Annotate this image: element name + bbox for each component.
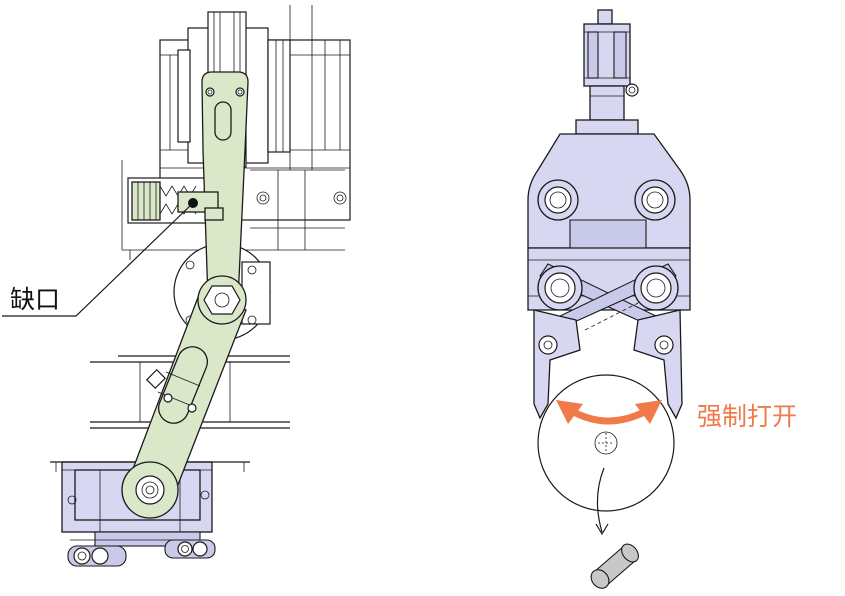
bottom-rollers	[67, 539, 216, 567]
right-gripper: 强制打开	[527, 9, 797, 589]
jaw-fingers	[533, 309, 683, 420]
air-cylinder	[583, 9, 639, 121]
gripper-body	[527, 119, 691, 249]
center-hole	[594, 431, 618, 455]
jaw-cross-section	[527, 247, 691, 331]
machine-frame	[121, 5, 351, 260]
left-mechanism: 缺口	[2, 5, 351, 567]
notch-label: 缺口	[10, 285, 60, 314]
force-open-label: 强制打开	[697, 402, 797, 431]
diagonal-lever	[121, 291, 247, 519]
vertical-lever	[177, 71, 249, 301]
pivot-nut	[197, 275, 247, 325]
dropped-roller	[590, 543, 639, 589]
notch-marker	[2, 198, 198, 317]
drop-path-arrow	[595, 467, 609, 536]
force-open-arrow	[556, 400, 662, 425]
